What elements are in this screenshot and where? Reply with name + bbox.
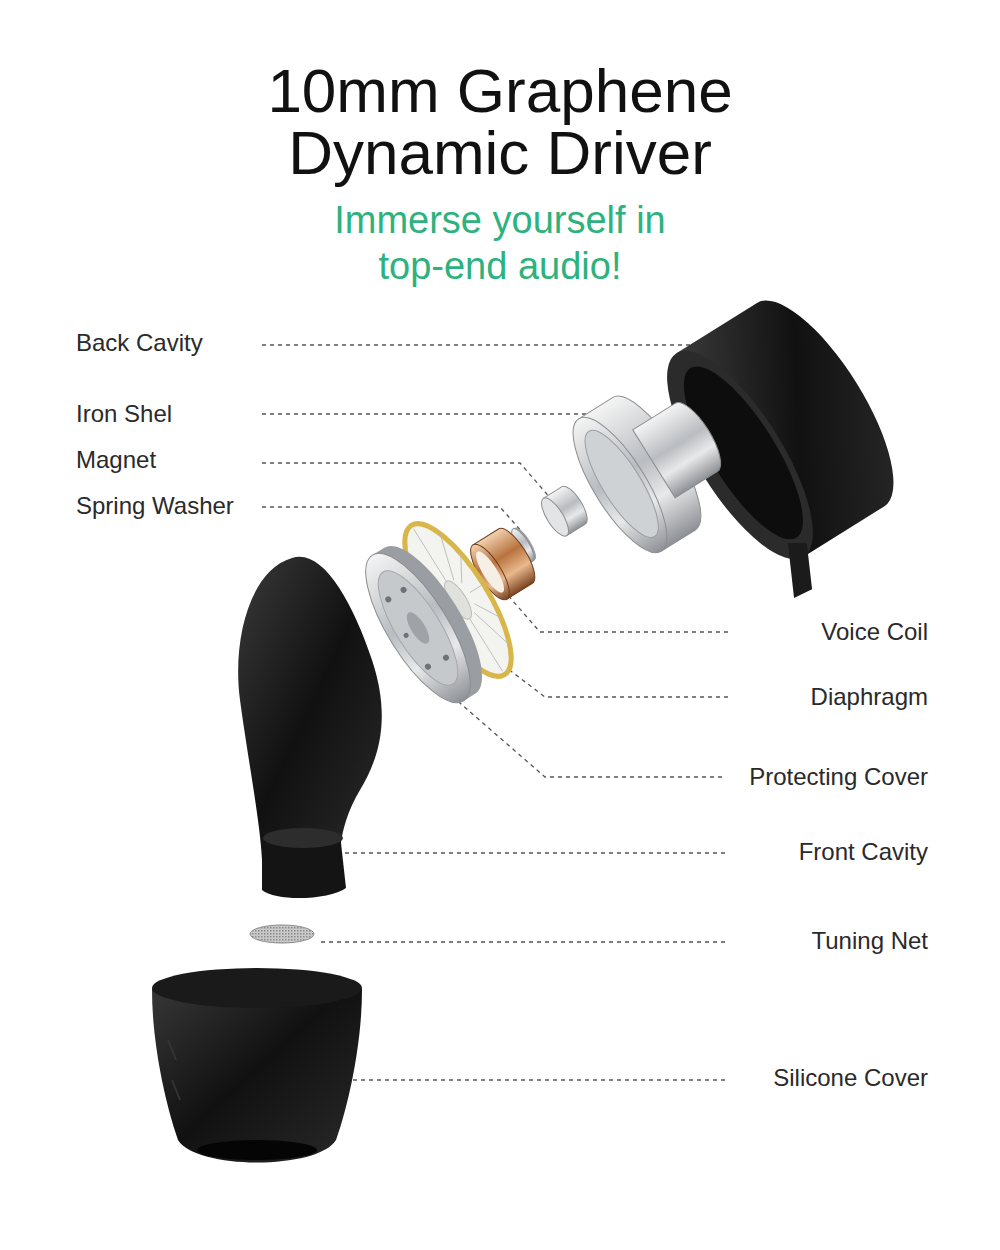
back-cavity-part [768,535,829,600]
iron-shell-part [573,421,671,546]
part-label: Voice Coil [819,617,930,647]
silicone-cover-part [152,968,362,1008]
tuning-net [250,925,314,943]
magnet [537,482,593,539]
leader-line [318,941,725,942]
protecting-cover-part [424,662,432,670]
part-label: Iron Shel [74,399,174,429]
part-label: Spring Washer [74,491,236,521]
protecting-cover-part [403,609,434,647]
silicone-cover-part [197,1140,317,1160]
front-cavity-part [263,828,343,848]
leader-line [505,592,728,632]
leader-line [262,507,522,532]
tagline-text: Immerse yourself in top-end audio! [330,197,670,289]
tuning-net-part [250,925,314,943]
leader-line [330,1079,725,1080]
silicone-cover-part [168,1040,180,1100]
protecting-cover-part [403,632,410,639]
diaphragm-part-part [448,553,474,583]
front-cavity-part [238,557,382,860]
silicone-cover [152,968,362,1163]
part-label: Back Cavity [74,328,205,358]
iron-shell-part [557,405,684,565]
leader-line [340,852,725,853]
protecting-cover-part [364,560,471,695]
protecting-cover-part [442,654,450,662]
part-label: Protecting Cover [747,762,930,792]
leader-line [262,463,552,500]
part-label: Diaphragm [809,682,930,712]
iron-shell [557,364,750,565]
diaphragm-part-part [429,533,465,580]
part-label: Front Cavity [797,837,930,867]
leader-line [262,413,600,414]
protecting-cover-part [384,595,392,603]
part-label: Silicone Cover [771,1063,930,1093]
leader-line [445,690,722,777]
diaphragm-part-part [475,596,501,626]
title-text: 10mm Graphene Dynamic Driver [200,60,800,184]
diaphragm-part-part [474,606,510,653]
leader-line [262,344,700,345]
front-cavity [238,557,382,898]
diaphragm-part-part [470,585,483,593]
part-label: Tuning Net [809,926,930,956]
protecting-cover-part [399,586,407,594]
magnet-part [537,494,574,540]
part-label: Magnet [74,445,158,475]
